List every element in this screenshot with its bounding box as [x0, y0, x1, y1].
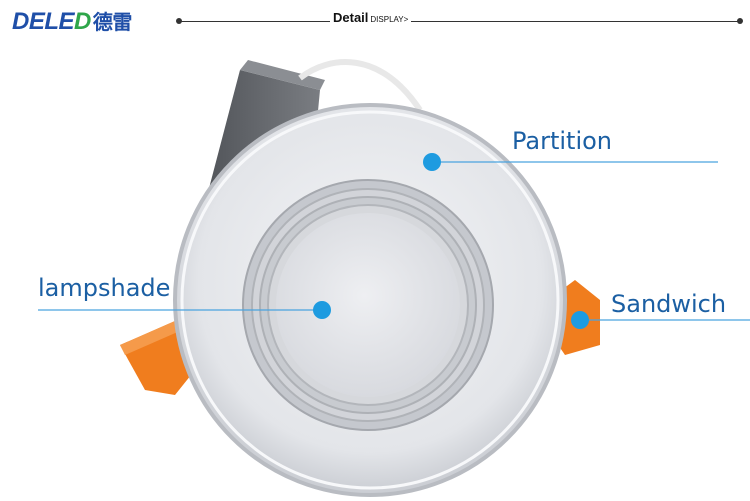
brand-leaf-letter: D — [74, 8, 91, 35]
callout-partition — [423, 153, 718, 171]
brand-name-chinese: 德雷 — [92, 12, 133, 34]
power-cable — [298, 59, 423, 112]
brand-name-left: DELE — [12, 8, 75, 35]
label-sandwich: Sandwich — [611, 290, 727, 318]
label-partition: Partition — [512, 127, 613, 155]
callout-sandwich — [571, 311, 750, 329]
header-subtitle: DISPLAY> — [370, 15, 409, 24]
header-title-text: Detail — [333, 10, 369, 25]
label-lampshade: lampshade — [38, 274, 171, 302]
header-divider — [180, 21, 740, 22]
header-line-dot-right — [737, 18, 743, 24]
diffuser-lampshade — [276, 213, 460, 397]
callout-lampshade — [38, 301, 331, 319]
header-line-dot-left — [176, 18, 182, 24]
